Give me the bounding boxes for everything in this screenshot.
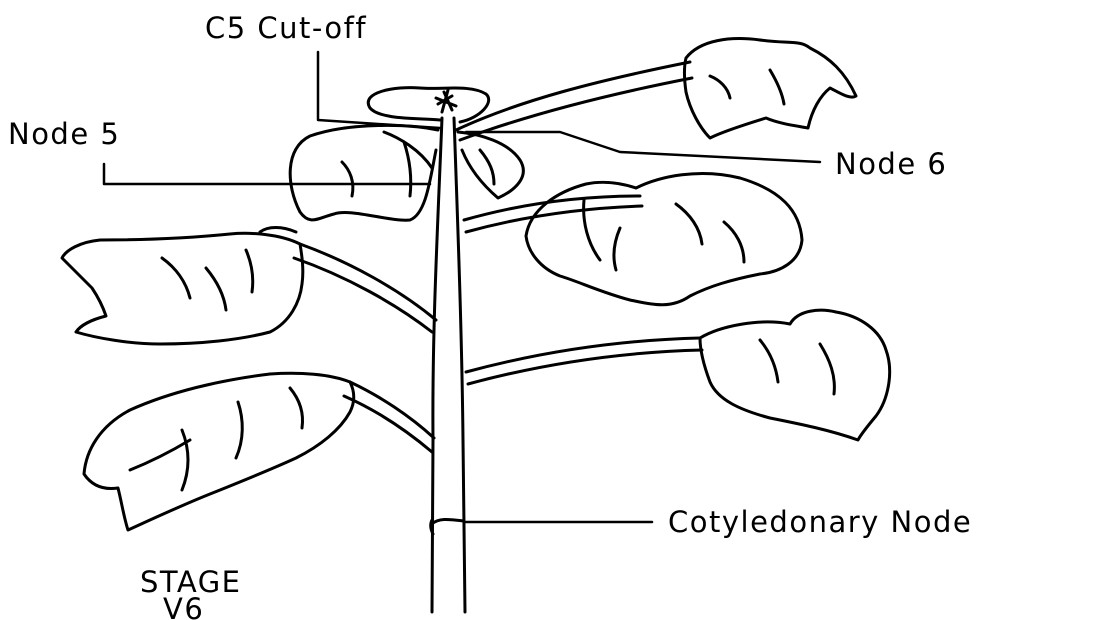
node5-leader xyxy=(104,164,430,184)
main-stem xyxy=(431,118,465,612)
node6-label: Node 6 xyxy=(835,150,947,179)
c5-cutoff-label: C5 Cut-off xyxy=(205,14,367,43)
node5-label: Node 5 xyxy=(8,120,120,149)
c5-leader xyxy=(318,52,440,128)
node5-leaf xyxy=(290,125,438,220)
node6-small-leaf xyxy=(458,132,523,198)
lower-left-leaf xyxy=(84,373,434,530)
cotyledonary-node-label: Cotyledonary Node xyxy=(668,508,972,537)
terminal-leaf xyxy=(368,88,488,122)
left-upper-leaf xyxy=(62,228,436,345)
lower-right-leaf xyxy=(466,310,890,440)
middle-right-leaf xyxy=(464,173,802,304)
stage-value-label: V6 xyxy=(163,595,204,620)
node6-branch xyxy=(456,39,856,140)
